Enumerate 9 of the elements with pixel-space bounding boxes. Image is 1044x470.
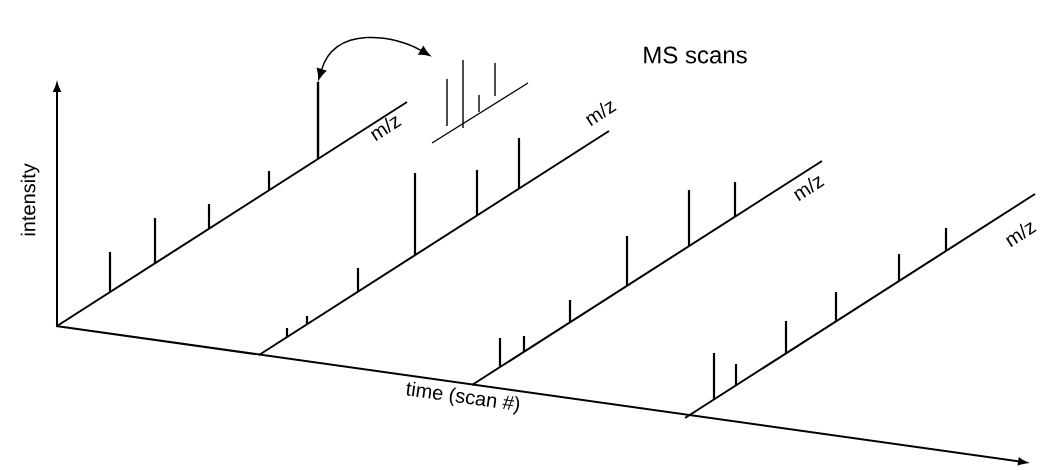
- axis-label: m/z: [1005, 222, 1037, 247]
- axis-label: m/z: [370, 116, 402, 141]
- axis-label: intensity: [20, 163, 40, 236]
- axis-label: time (scan #): [406, 381, 520, 415]
- axis-label: m/z: [793, 176, 825, 201]
- curved-arrow: [316, 36, 431, 80]
- title-label: MS scans: [644, 46, 747, 64]
- axis-label: m/z: [585, 101, 617, 126]
- spectrum-drawing: [431, 59, 529, 144]
